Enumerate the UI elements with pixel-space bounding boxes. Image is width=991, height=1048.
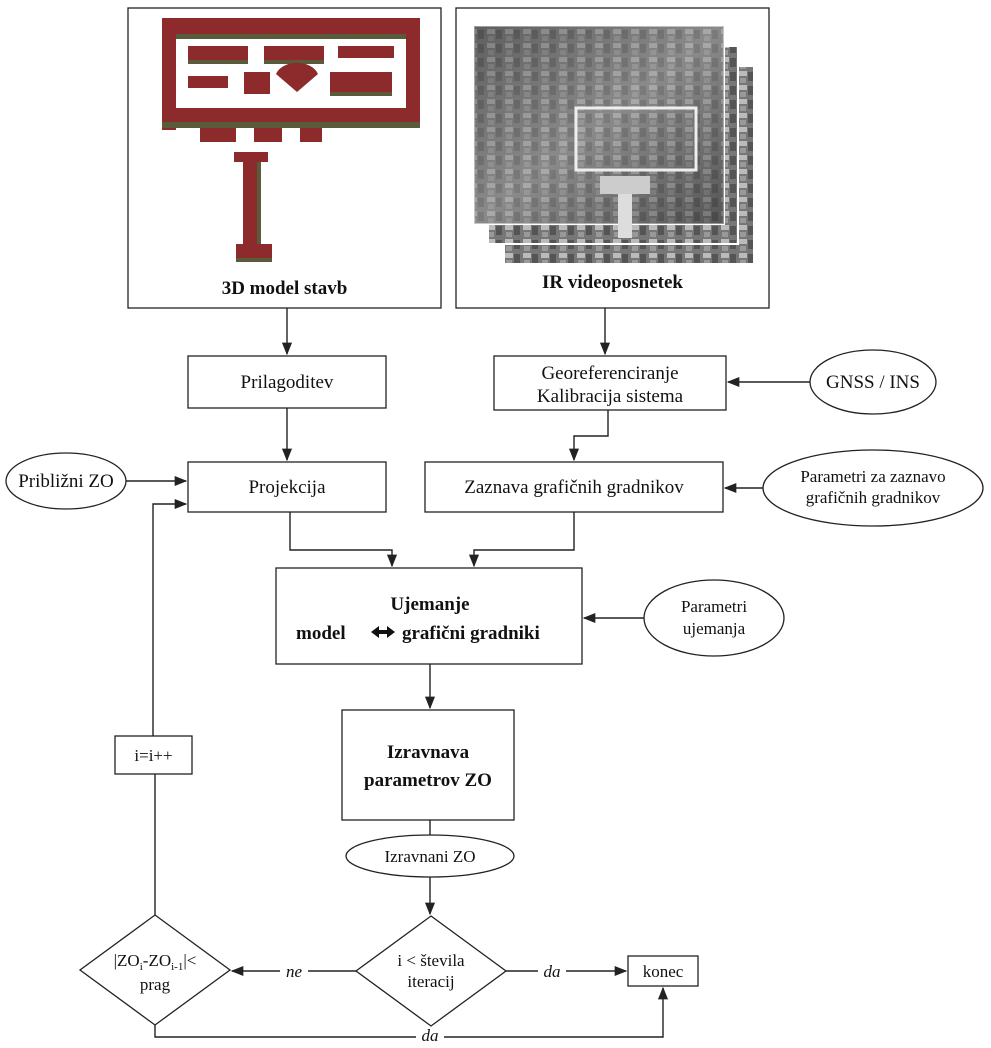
edge-detection-to-matching [468, 512, 575, 568]
edge-georef-to-detection [568, 410, 609, 462]
ir-video-image [473, 25, 755, 265]
threshold-sub-i-1: i-1 [171, 961, 183, 973]
end-node: konec [627, 955, 699, 987]
edge-projection-to-matching [289, 512, 398, 568]
matching-node: Ujemanje model grafični gradniki [275, 567, 583, 665]
detection-params-line1: Parametri za zaznavo [800, 467, 945, 486]
threshold-minus: -ZO [143, 951, 171, 970]
edge-label-da-bottom: da [422, 1026, 439, 1043]
gnss-ins-label: GNSS / INS [826, 372, 920, 393]
edge-label-ne: ne [286, 962, 303, 981]
increment-label: i=i++ [134, 746, 172, 765]
adjustment-node: Izravnava parametrov ZO [341, 709, 515, 821]
matching-right-label: grafični gradniki [402, 623, 540, 644]
matching-left-label: model [296, 623, 346, 644]
adjustment-line2: parametrov ZO [364, 770, 492, 791]
adjusted-eo-label: Izravnani ZO [384, 847, 475, 866]
matching-params-line1: Parametri [681, 597, 747, 616]
projection-node: Projekcija [187, 461, 387, 513]
end-label: konec [643, 962, 684, 981]
iteration-decision-line1: i < števila [397, 951, 465, 970]
matching-title: Ujemanje [390, 594, 469, 615]
matching-params-line2: ujemanja [683, 619, 746, 638]
matching-params-node: Parametri ujemanja [643, 579, 785, 657]
feature-detection-label: Zaznava grafičnih gradnikov [464, 477, 684, 498]
approx-eo-label: Približni ZO [18, 471, 114, 492]
edge-label-da-right: da [544, 962, 561, 981]
threshold-sub-i: i [140, 961, 143, 973]
adaptation-label: Prilagoditev [241, 372, 334, 393]
georeferencing-node: Georeferenciranje Kalibracija sistema [493, 355, 727, 411]
threshold-abs-open: |ZO [114, 951, 140, 970]
threshold-decision-line1: |ZOi-ZOi-1|< [114, 951, 197, 973]
gnss-ins-node: GNSS / INS [809, 349, 937, 415]
iteration-decision-line2: iteracij [407, 972, 454, 991]
georeferencing-label-line2: Kalibracija sistema [537, 386, 684, 407]
detection-params-node: Parametri za zaznavo grafičnih gradnikov [762, 449, 984, 527]
threshold-decision-node: |ZOi-ZOi-1|< prag [78, 914, 232, 1026]
edge-increment-to-projection [152, 498, 188, 736]
detection-params-line2: grafičnih gradnikov [806, 488, 941, 507]
increment-node: i=i++ [114, 735, 193, 775]
projection-label: Projekcija [248, 477, 326, 498]
connectors [126, 308, 810, 1038]
model-panel: 3D model stavb [127, 7, 442, 309]
building-model-image [162, 18, 420, 262]
adjusted-eo-node: Izravnani ZO [345, 834, 515, 878]
threshold-abs-close: |< [183, 951, 196, 970]
double-arrow-icon [371, 626, 395, 638]
ir-panel-caption: IR videoposnetek [542, 272, 683, 293]
feature-detection-node: Zaznava grafičnih gradnikov [424, 461, 724, 513]
adjustment-line1: Izravnava [387, 742, 470, 763]
iteration-decision-node: i < števila iteracij [354, 915, 508, 1027]
approx-eo-node: Približni ZO [5, 452, 127, 510]
ir-panel: IR videoposnetek [455, 7, 770, 309]
threshold-decision-line2: prag [140, 975, 171, 994]
adaptation-node: Prilagoditev [187, 355, 387, 409]
model-panel-caption: 3D model stavb [222, 278, 348, 299]
edge-threshold-da-to-end [154, 986, 669, 1038]
georeferencing-label-line1: Georeferenciranje [541, 363, 678, 384]
